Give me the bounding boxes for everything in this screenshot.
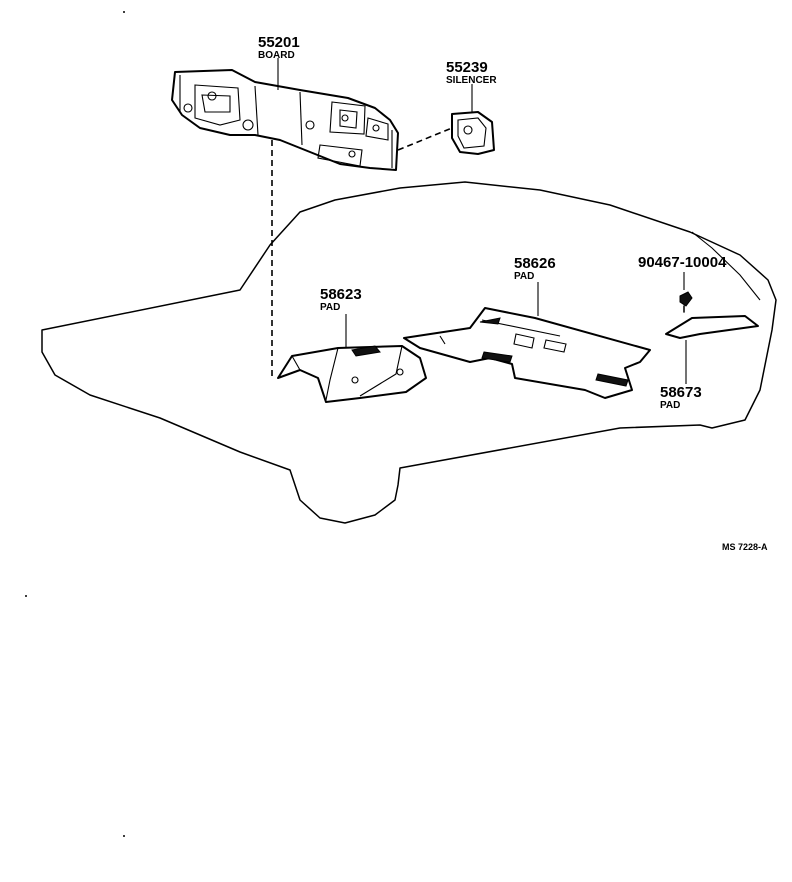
clip-90467-part [679, 291, 693, 313]
label-58623: 58623 PAD [320, 286, 362, 313]
part-name-silencer: SILENCER [446, 75, 497, 86]
label-55239: 55239 SILENCER [446, 59, 497, 86]
pad-58626-part [403, 307, 651, 399]
part-number-58673: 58673 [660, 384, 702, 401]
part-name-pad-58623: PAD [320, 302, 340, 313]
car-body-outline [41, 181, 777, 524]
diagram-reference-code: MS 7228-A [722, 542, 768, 552]
board-part [171, 69, 399, 171]
label-58673: 58673 PAD [660, 384, 702, 411]
part-name-pad-58673: PAD [660, 400, 680, 411]
label-90467: 90467-10004 [638, 254, 727, 271]
part-name-board: BOARD [258, 50, 295, 61]
part-number-55239: 55239 [446, 59, 488, 76]
part-name-pad-58626: PAD [514, 271, 534, 282]
pad-58673-part [665, 315, 759, 339]
scan-specks [25, 11, 125, 837]
part-number-58623: 58623 [320, 286, 362, 303]
part-number-90467-10004: 90467-10004 [638, 254, 727, 271]
label-58626: 58626 PAD [514, 255, 556, 282]
part-number-58626: 58626 [514, 255, 556, 272]
pad-58623-part [277, 345, 427, 403]
silencer-part [451, 111, 495, 155]
part-number-55201: 55201 [258, 34, 300, 51]
leader-lines [277, 58, 687, 384]
label-55201: 55201 BOARD [258, 34, 300, 61]
